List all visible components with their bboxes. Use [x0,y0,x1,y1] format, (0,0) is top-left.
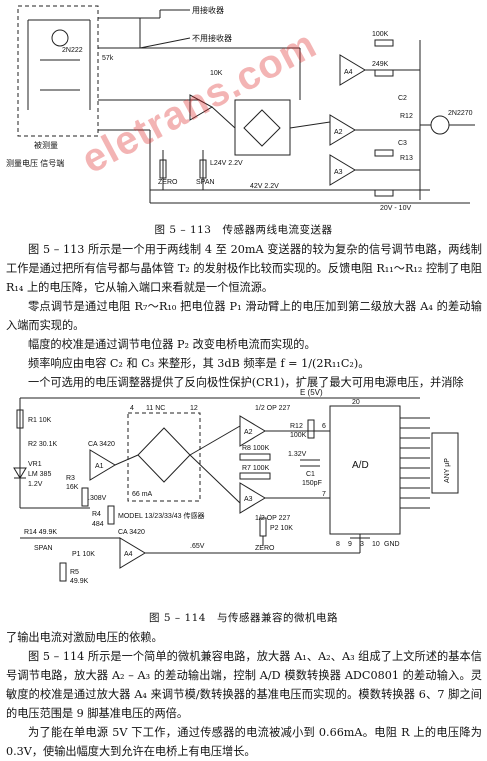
label-op227-2: 1/2 OP 227 [255,515,290,522]
paragraph: 零点调节是通过电阻 R₇～R₁₀ 把电位器 P₁ 滑动臂上的电压加到第二级放大器… [6,300,482,332]
label-zero-1: ZERO [158,179,178,186]
label-r13: R13 [400,155,413,162]
label-r3v: 16K [66,484,79,491]
label-any-up: ANY μP [444,458,451,483]
label-nc12: 12 [190,405,198,412]
paragraph: 为了能在单电源 5V 下工作，通过传感器的电流被减小到 0.66mA。电阻 R … [6,726,482,758]
figure-114-circuit: E (5V) R1 10K R2 30.1K VR1 LM 385 1.2V R… [13,388,459,585]
body-text-1: 图 5 – 113 所示是一个用于两线制 4 至 20mA 变送器的较为复杂的信… [6,240,482,392]
label-ca3420-2: CA 3420 [118,529,145,536]
label-r5v: 49.9K [70,578,89,585]
label-11nc: 11 NC [146,405,165,412]
label-12v: 1.2V [28,481,43,488]
figure-114: E (5V) R1 10K R2 30.1K VR1 LM 385 1.2V R… [0,388,487,608]
label-q2: 2N2270 [448,110,473,117]
label-a4-1: A4 [344,69,353,76]
label-249k: 249K [372,61,389,68]
label-r5: R5 [70,569,79,576]
label-lm385: LM 385 [28,471,51,478]
label-r4: R4 [92,511,101,518]
label-model: MODEL 13/23/33/43 传感器 [118,511,205,520]
label-a2-1: A2 [334,129,343,136]
label-100k-1: 100K [372,31,389,38]
label-pin6: 6 [322,423,326,430]
label-r12: R12 [290,423,303,430]
label-c1v: 150pF [302,480,322,487]
label-r2: R2 30.1K [28,441,58,448]
paragraph: 幅度的校准是通过调节电位器 P₂ 改变电桥电流而实现的。 [28,338,316,351]
label-c2: C2 [398,95,407,102]
label-gnd: GND [384,541,400,548]
label-no-receiver: 不用接收器 [192,33,232,43]
label-r3: R3 [66,475,75,482]
label-r7: R7 100K [242,465,270,472]
label-p2: P2 10K [270,525,293,532]
label-zener: 2N222 [62,47,83,54]
body-text-2: 了输出电流对激励电压的依赖。 图 5 – 114 所示是一个简单的微机兼容电路，… [6,628,482,761]
label-r8: R8 100K [242,445,270,452]
label-065v: .65V [190,543,205,550]
label-pin8: 8 [336,541,340,548]
label-c1: C1 [306,471,315,478]
label-r1: R1 10K [28,417,52,424]
paragraph: 图 5 – 113 所示是一个用于两线制 4 至 20mA 变送器的较为复杂的信… [6,243,482,294]
label-r12: R12 [400,113,413,120]
label-vol1: L24V 2.2V [210,160,243,167]
label-a1: A1 [95,463,104,470]
label-a2: A2 [244,429,253,436]
label-e5v: E (5V) [300,388,323,397]
label-p1: P1 10K [72,551,95,558]
label-a4: A4 [124,551,133,558]
label-r4v: 484 [92,521,104,528]
label-c3: C3 [398,140,407,147]
label-pin20: 20 [352,399,360,406]
paragraph: 了输出电流对激励电压的依赖。 [6,631,163,644]
paragraph: 图 5 – 114 所示是一个简单的微机兼容电路，放大器 A₁、A₂、A₃ 组成… [6,650,482,720]
label-vr1: VR1 [28,461,42,468]
label-r12v: 100K [290,432,307,439]
figure-113-caption: 图 5 – 113 传感器两线电流变送器 [154,224,333,236]
label-vol2: 42V 2.2V [250,183,279,190]
label-sensor: 被测量 [34,140,58,150]
label-a3: A3 [244,496,253,503]
label-vol3: 20V - 10V [380,205,411,212]
label-signal: 测量电压 信号端 [6,158,64,168]
figure-113: 用接收器 不用接收器 2N222 被测量 测量电压 信号端 57k 10K ZE… [0,0,487,222]
paragraph: 一个可选用的电压调整器提供了反向极性保护(CR1)，扩展了最大可用电源电压，并消… [28,376,464,389]
label-span: SPAN [34,545,53,552]
label-66ma: 66 mA [132,491,153,498]
label-pin3: 3 [360,541,364,548]
label-r14: R14 49.9K [24,529,57,536]
figure-114-caption: 图 5 – 114 与传感器兼容的微机电路 [149,612,338,624]
label-span-1: SPAN [196,179,215,186]
label-pin7: 7 [322,491,326,498]
label-pin9: 9 [348,541,352,548]
label-op227-1: 1/2 OP 227 [255,405,290,412]
label-a3-1: A3 [334,169,343,176]
label-308v: .308V [88,495,107,502]
label-ad: A/D [352,460,369,471]
paragraph: 频率响应由电容 C₂ 和 C₃ 来整形，其 3dB 频率是 f = 1/(2R₁… [28,357,370,370]
figure-113-circuit: 用接收器 不用接收器 2N222 被测量 测量电压 信号端 57k 10K ZE… [6,5,475,212]
label-r57k: 57k [102,55,114,62]
label-to-receiver: 用接收器 [192,5,224,15]
label-ca3420-1: CA 3420 [88,441,115,448]
label-nc4: 4 [130,405,134,412]
label-132v: 1.32V [288,451,307,458]
label-pin10: 10 [372,541,380,548]
label-10k: 10K [210,70,223,77]
label-zero: ZERO [255,545,275,552]
